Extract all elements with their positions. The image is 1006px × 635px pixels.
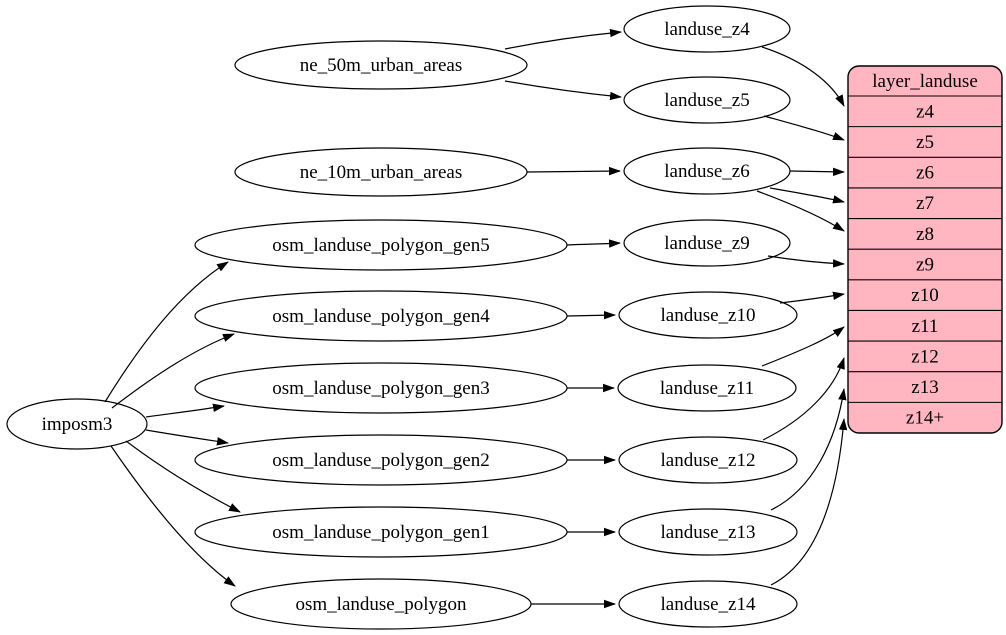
node-ellipse-landuse_z9	[623, 219, 791, 267]
edge-landuse_z6-to-layer_landuse.z7	[769, 187, 845, 204]
edge-landuse_z14-to-layer_landuse.z14+	[770, 418, 848, 586]
edge-imposm3-to-osm_landuse_polygon_gen1	[125, 440, 241, 513]
node-ellipse-imposm3	[6, 398, 148, 450]
node-ellipse-landuse_z12	[618, 436, 798, 484]
table-row-z12: z12	[911, 346, 938, 367]
edge-landuse_z6-to-layer_landuse.z8	[756, 190, 845, 232]
node-label-ne_50m_urban_areas: ne_50m_urban_areas	[300, 55, 463, 76]
table-row-z7: z7	[916, 193, 934, 214]
node-osm_landuse_polygon_gen3: osm_landuse_polygon_gen3	[194, 362, 568, 414]
node-ellipse-landuse_z13	[618, 508, 798, 556]
node-osm_landuse_polygon_gen2: osm_landuse_polygon_gen2	[194, 434, 568, 486]
node-ellipse-landuse_z5	[623, 76, 791, 124]
edge-osm_landuse_polygon_gen5-to-landuse_z9	[566, 239, 621, 248]
table-row-z5: z5	[916, 132, 934, 153]
node-landuse_z5: landuse_z5	[623, 76, 791, 124]
node-label-osm_landuse_polygon_gen3: osm_landuse_polygon_gen3	[272, 378, 489, 399]
node-label-landuse_z14: landuse_z14	[661, 594, 756, 615]
table-row-z11: z11	[912, 316, 939, 337]
node-label-osm_landuse_polygon_gen2: osm_landuse_polygon_gen2	[272, 450, 489, 471]
edge-ne_50m_urban_areas-to-landuse_z4	[504, 28, 622, 50]
node-landuse_z12: landuse_z12	[618, 436, 798, 484]
edge-imposm3-to-osm_landuse_polygon_gen2	[145, 429, 229, 446]
table-layer_landuse: layer_landuse z4 z5 z6 z7 z8 z9 z10 z11 z12 z13 z14…	[847, 65, 1003, 434]
table-row-z14+: z14+	[906, 408, 944, 429]
node-label-landuse_z4: landuse_z4	[664, 19, 750, 40]
table-row-z8: z8	[916, 224, 934, 245]
node-label-landuse_z13: landuse_z13	[661, 522, 756, 543]
edge-landuse_z6-to-layer_landuse.z6	[789, 167, 845, 176]
node-landuse_z14: landuse_z14	[618, 580, 798, 628]
node-ne_50m_urban_areas: ne_50m_urban_areas	[234, 40, 528, 90]
node-landuse_z11: landuse_z11	[617, 364, 797, 412]
node-landuse_z13: landuse_z13	[618, 508, 798, 556]
node-label-landuse_z12: landuse_z12	[661, 450, 756, 471]
edge-imposm3-to-osm_landuse_polygon_gen4	[111, 333, 235, 409]
table-header: layer_landuse	[872, 71, 978, 92]
node-ellipse-landuse_z4	[623, 5, 791, 53]
table-row-z6: z6	[916, 163, 934, 184]
edge-landuse_z4-to-layer_landuse.z4	[761, 46, 845, 107]
node-label-landuse_z11: landuse_z11	[660, 378, 754, 399]
node-osm_landuse_polygon_gen5: osm_landuse_polygon_gen5	[194, 219, 568, 271]
node-landuse_z9: landuse_z9	[623, 219, 791, 267]
edge-imposm3-to-osm_landuse_polygon_gen5	[104, 261, 229, 403]
table-row-z4: z4	[916, 101, 934, 122]
node-landuse_z4: landuse_z4	[623, 5, 791, 53]
edge-landuse_z13-to-layer_landuse.z13	[770, 388, 847, 511]
edge-landuse_z11-to-layer_landuse.z11	[761, 326, 845, 367]
table-row-z10: z10	[911, 285, 938, 306]
node-osm_landuse_polygon_gen4: osm_landuse_polygon_gen4	[194, 290, 568, 342]
edge-osm_landuse_polygon_gen4-to-landuse_z10	[566, 311, 616, 320]
node-label-landuse_z10: landuse_z10	[661, 305, 756, 326]
table-row-z9: z9	[916, 255, 934, 276]
node-label-imposm3: imposm3	[42, 414, 113, 435]
node-label-ne_10m_urban_areas: ne_10m_urban_areas	[300, 162, 463, 183]
edge-ne_10m_urban_areas-to-landuse_z6	[526, 166, 621, 176]
edge-imposm3-to-osm_landuse_polygon	[110, 445, 236, 587]
node-osm_landuse_polygon_gen1: osm_landuse_polygon_gen1	[194, 506, 568, 558]
node-label-osm_landuse_polygon_gen4: osm_landuse_polygon_gen4	[272, 306, 490, 327]
node-ne_10m_urban_areas: ne_10m_urban_areas	[234, 147, 528, 197]
node-landuse_z6: landuse_z6	[623, 147, 791, 195]
node-label-landuse_z6: landuse_z6	[664, 161, 749, 182]
node-ellipse-landuse_z11	[617, 364, 797, 412]
edge-landuse_z12-to-layer_landuse.z12	[762, 357, 845, 441]
table-row-z13: z13	[911, 377, 938, 398]
node-label-osm_landuse_polygon_gen1: osm_landuse_polygon_gen1	[272, 522, 489, 543]
node-label-osm_landuse_polygon: osm_landuse_polygon	[296, 594, 467, 615]
node-ellipse-landuse_z14	[618, 580, 798, 628]
node-label-landuse_z5: landuse_z5	[664, 90, 749, 111]
edge-imposm3-to-osm_landuse_polygon_gen3	[145, 403, 225, 418]
node-imposm3: imposm3	[6, 398, 148, 450]
edge-ne_50m_urban_areas-to-landuse_z5	[504, 80, 622, 101]
node-ellipse-landuse_z10	[618, 291, 798, 339]
edge-landuse_z10-to-layer_landuse.z10	[779, 291, 845, 304]
edge-landuse_z9-to-layer_landuse.z9	[767, 255, 845, 268]
node-osm_landuse_polygon: osm_landuse_polygon	[230, 578, 532, 630]
edge-landuse_z5-to-layer_landuse.z5	[763, 115, 845, 141]
node-label-osm_landuse_polygon_gen5: osm_landuse_polygon_gen5	[272, 235, 489, 256]
node-ellipse-ne_50m_urban_areas	[234, 40, 528, 90]
node-landuse_z10: landuse_z10	[618, 291, 798, 339]
node-label-landuse_z9: landuse_z9	[664, 233, 749, 254]
